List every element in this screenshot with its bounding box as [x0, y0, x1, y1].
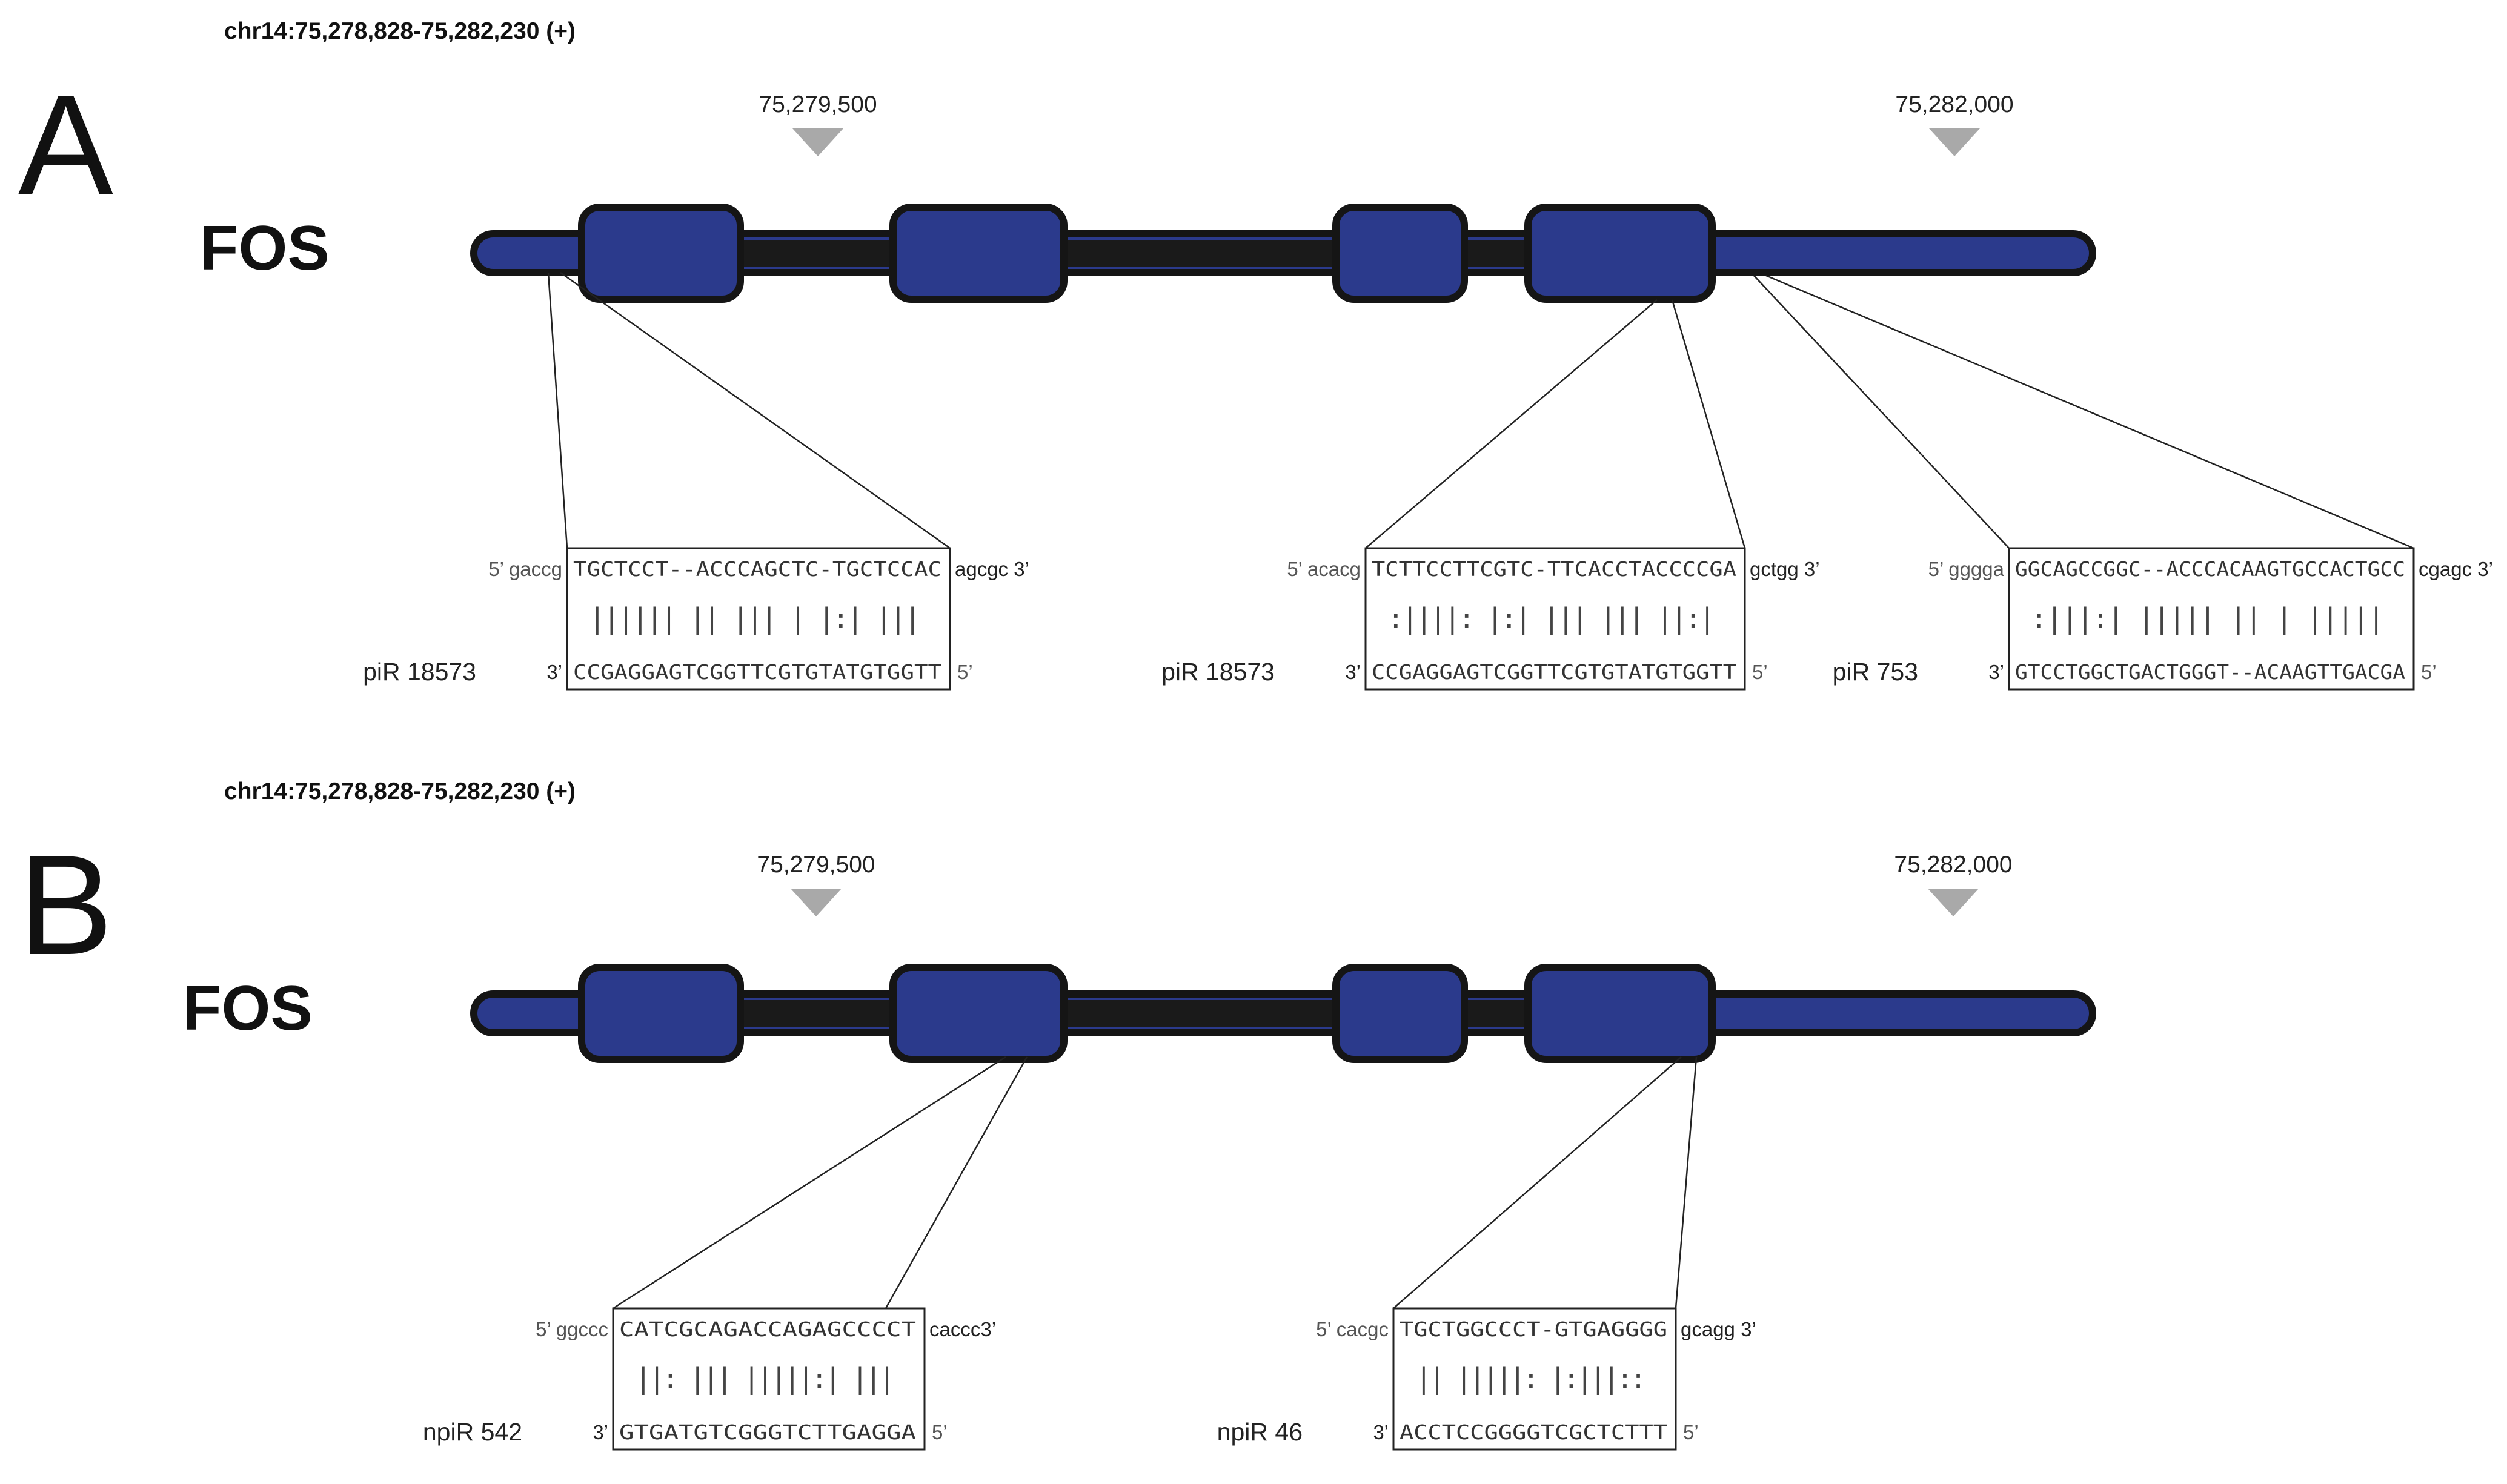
exon: [578, 204, 744, 303]
alignment-1: 5’ ggccc CATCGCAGACCAGAGCCCCT caccc3’ ||: |…: [423, 1056, 1028, 1451]
gene-name: FOS: [200, 213, 330, 283]
alignment-box: [1392, 1307, 1677, 1451]
flank-5prime: 5’ cacgc: [1316, 1318, 1389, 1340]
alignment-2: 5’ cacgc TGCTGGCCCT-GTGAGGGG gcagg 3’ || ||…: [1217, 1056, 1756, 1451]
alignment-box: [1364, 547, 1746, 691]
pirna-name: npiR 46: [1217, 1418, 1303, 1446]
exon: [889, 964, 1068, 1063]
alignment-3: 5’ gggga GGCAGCCGGC--ACCCACAAGTGCCACTGCC c…: [1753, 274, 2493, 691]
connector-line: [613, 1056, 1006, 1310]
exon: [889, 204, 1068, 303]
connector-line: [1765, 274, 2414, 549]
target-sequence: TGCTCCT--ACCCAGCTC-TGCTCCAC: [573, 557, 941, 581]
target-sequence: TCTTCCTTCGTC-TTCACCTACCCCGA: [1372, 557, 1736, 581]
flank-3prime: cgagc 3’: [2419, 558, 2493, 580]
connector-line: [547, 272, 568, 549]
query-5prime-end: 5’: [932, 1421, 948, 1443]
query-3prime-end: 3’: [1988, 661, 2004, 683]
flank-5prime: 5’ gggga: [1928, 558, 2005, 580]
connector-line: [1365, 299, 1658, 549]
pirna-sequence: CCGAGGAGTCGGTTCGTGTATGTGGTT: [1372, 660, 1736, 684]
connector-line: [1393, 1056, 1682, 1309]
exon: [1332, 204, 1468, 303]
query-3prime-end: 3’: [546, 661, 562, 683]
target-sequence: GGCAGCCGGC--ACCCACAAGTGCCACTGCC: [2015, 557, 2405, 581]
pirna-sequence: GTCCTGGCTGACTGGGT--ACAAGTTGACGA: [2015, 660, 2405, 684]
panel-letter: B: [18, 825, 113, 984]
chromosome-coordinates: chr14:75,278,828-75,282,230 (+): [224, 778, 576, 804]
pirna-name: piR 18573: [363, 658, 476, 686]
alignment-1: 5’ gaccg TGCTCCT--ACCCAGCTC-TGCTCCAC agcgc…: [363, 271, 1029, 691]
base-pairing: :|||:| ||||| || | |||||: [2031, 602, 2385, 635]
panel-b: chr14:75,278,828-75,282,230 (+) B FOS 75,27…: [18, 778, 2096, 1451]
pirna-name: piR 753: [1833, 658, 1918, 686]
connector-line: [1753, 275, 2010, 549]
genomic-position-label: 75,282,000: [1894, 852, 2012, 878]
pirna-sequence: ACCTCCGGGGTCGCTCTTT: [1400, 1420, 1667, 1444]
genomic-position-label: 75,282,000: [1895, 91, 2013, 118]
exon: [578, 964, 744, 1063]
query-3prime-end: 3’: [1373, 1421, 1389, 1443]
connector-line: [1675, 1056, 1698, 1309]
query-5prime-end: 5’: [2421, 661, 2437, 683]
position-marker-triangle: [1928, 889, 1979, 916]
alignment-box: [566, 547, 951, 691]
flank-3prime: gcagg 3’: [1681, 1318, 1756, 1340]
target-sequence: TGCTGGCCCT-GTGAGGGG: [1400, 1317, 1667, 1341]
base-pairing: |||||| || ||| | |:| |||: [589, 602, 921, 635]
panel-letter: A: [18, 65, 113, 224]
connector-line: [560, 271, 951, 549]
genomic-position-label: 75,279,500: [759, 91, 877, 118]
pirna-sequence: GTGATGTCGGGTCTTGAGGA: [619, 1420, 916, 1444]
gene-name: FOS: [183, 973, 313, 1044]
base-pairing: || |||||: |:|||::: [1415, 1362, 1647, 1396]
pirna-name: piR 18573: [1161, 658, 1275, 686]
query-3prime-end: 3’: [1345, 661, 1361, 683]
panel-a: chr14:75,278,828-75,282,230 (+) A FOS 75,27…: [18, 18, 2493, 691]
connector-line: [1671, 299, 1746, 549]
exon: [1524, 204, 1716, 303]
alignment-2: 5’ acacg TCTTCCTTCGTC-TTCACCTACCCCGA gctgg…: [1161, 299, 1820, 691]
query-5prime-end: 5’: [1683, 1421, 1699, 1443]
pirna-sequence: CCGAGGAGTCGGTTCGTGTATGTGGTT: [573, 660, 941, 684]
genomic-position-label: 75,279,500: [757, 852, 875, 878]
position-marker-triangle: [792, 128, 843, 156]
target-sequence: CATCGCAGACCAGAGCCCCT: [619, 1317, 916, 1341]
flank-3prime: gctgg 3’: [1750, 558, 1820, 580]
alignment-box: [612, 1307, 926, 1451]
query-3prime-end: 3’: [593, 1421, 608, 1443]
exon: [1332, 964, 1468, 1063]
panels-layer: chr14:75,278,828-75,282,230 (+) A FOS 75,27…: [18, 18, 2493, 1451]
query-5prime-end: 5’: [957, 661, 973, 683]
flank-5prime: 5’ gaccg: [488, 558, 562, 580]
base-pairing: :||||: |:| ||| ||| ||:|: [1387, 602, 1716, 635]
connector-line: [885, 1056, 1028, 1309]
flank-3prime: caccc3’: [929, 1318, 996, 1340]
query-5prime-end: 5’: [1752, 661, 1768, 683]
alignment-box: [2008, 547, 2415, 691]
exon: [1524, 964, 1716, 1063]
flank-5prime: 5’ acacg: [1287, 558, 1361, 580]
chromosome-coordinates: chr14:75,278,828-75,282,230 (+): [224, 18, 576, 44]
flank-5prime: 5’ ggccc: [536, 1318, 608, 1340]
flank-3prime: agcgc 3’: [955, 558, 1029, 580]
pirna-name: npiR 542: [423, 1418, 522, 1446]
base-pairing: ||: ||| |||||:| |||: [635, 1362, 895, 1396]
position-marker-triangle: [1929, 128, 1980, 156]
position-marker-triangle: [791, 889, 842, 916]
